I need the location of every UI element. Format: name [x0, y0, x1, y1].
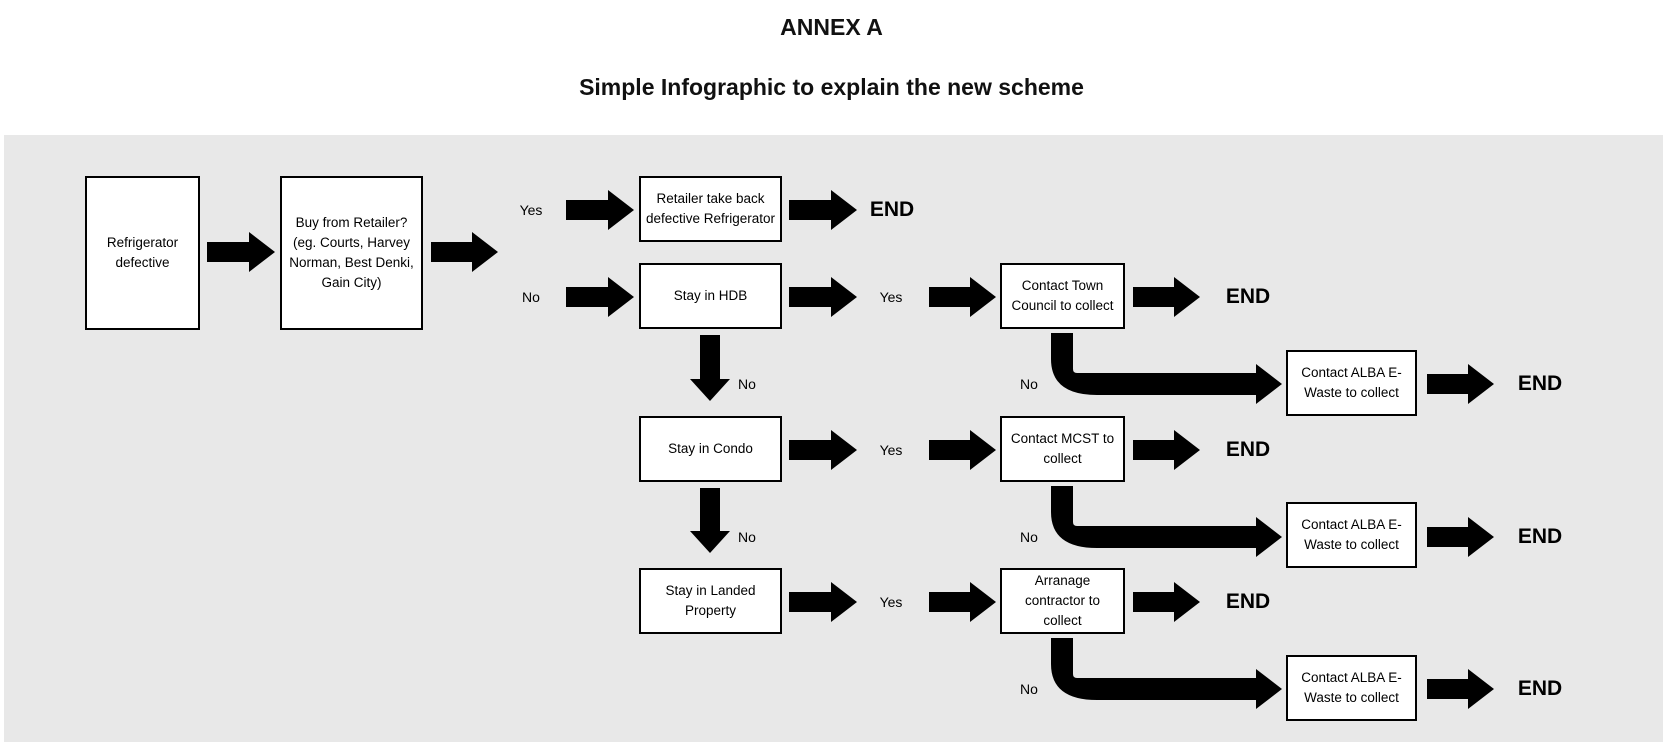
arrow-take-back-to-end — [789, 190, 857, 230]
arrow-alba-3-to-end — [1427, 669, 1494, 709]
arrow-mcst-to-end — [1133, 430, 1200, 470]
label-yes-condo: Yes — [879, 442, 903, 458]
end-contractor: END — [1225, 590, 1271, 613]
label-no-mcst: No — [1020, 529, 1038, 545]
arrow-hdb-no-down — [690, 335, 730, 401]
label-no-town-council: No — [1020, 376, 1038, 392]
arrow-no-to-hdb — [566, 277, 634, 317]
node-stay-in-landed: Stay in Landed Property — [639, 568, 782, 634]
label-yes-landed: Yes — [879, 594, 903, 610]
end-mcst: END — [1225, 438, 1271, 461]
label-no-hdb: No — [738, 376, 756, 392]
node-stay-in-condo: Stay in Condo — [639, 416, 782, 482]
arrow-yes-to-contractor — [929, 582, 996, 622]
end-alba-3: END — [1517, 677, 1563, 700]
node-contact-alba-2: Contact ALBA E-Waste to collect — [1286, 502, 1417, 568]
label-no-contractor: No — [1020, 681, 1038, 697]
node-contact-alba-1: Contact ALBA E-Waste to collect — [1286, 350, 1417, 416]
node-retailer-take-back: Retailer take back defective Refrigerato… — [639, 176, 782, 242]
label-no-retailer: No — [522, 289, 540, 305]
arrow-defective-to-retailer — [207, 232, 275, 272]
node-contact-mcst: Contact MCST to collect — [1000, 416, 1125, 482]
label-no-condo: No — [738, 529, 756, 545]
node-arrange-contractor: Arranage contractor to collect — [1000, 568, 1125, 634]
node-buy-from-retailer: Buy from Retailer? (eg. Courts, Harvey N… — [280, 176, 423, 330]
arrow-hdb-to-yes — [789, 277, 857, 317]
arrow-alba-2-to-end — [1427, 517, 1494, 557]
arrow-town-council-to-alba — [1051, 333, 1282, 404]
arrow-contractor-to-alba — [1051, 638, 1282, 709]
node-contact-town-council: Contact Town Council to collect — [1000, 263, 1125, 329]
arrow-contractor-to-end — [1133, 582, 1200, 622]
label-yes-retailer: Yes — [519, 202, 543, 218]
arrow-condo-to-yes — [789, 430, 857, 470]
end-alba-1: END — [1517, 372, 1563, 395]
end-town-council: END — [1225, 285, 1271, 308]
arrow-yes-to-take-back — [566, 190, 634, 230]
node-contact-alba-3: Contact ALBA E-Waste to collect — [1286, 655, 1417, 721]
arrow-mcst-to-alba — [1051, 486, 1282, 557]
arrow-yes-to-mcst — [929, 430, 996, 470]
node-stay-in-hdb: Stay in HDB — [639, 263, 782, 329]
label-yes-hdb: Yes — [879, 289, 903, 305]
arrow-retailer-to-decision — [431, 232, 498, 272]
end-retailer: END — [869, 198, 915, 221]
page-subtitle: Simple Infographic to explain the new sc… — [579, 74, 1084, 100]
arrow-yes-to-town-council — [929, 277, 996, 317]
arrow-landed-to-yes — [789, 582, 857, 622]
arrow-alba-1-to-end — [1427, 364, 1494, 404]
annex-title: ANNEX A — [780, 14, 883, 40]
arrow-condo-no-down — [690, 488, 730, 553]
arrow-town-council-to-end — [1133, 277, 1200, 317]
node-refrigerator-defective: Refrigerator defective — [85, 176, 200, 330]
end-alba-2: END — [1517, 525, 1563, 548]
